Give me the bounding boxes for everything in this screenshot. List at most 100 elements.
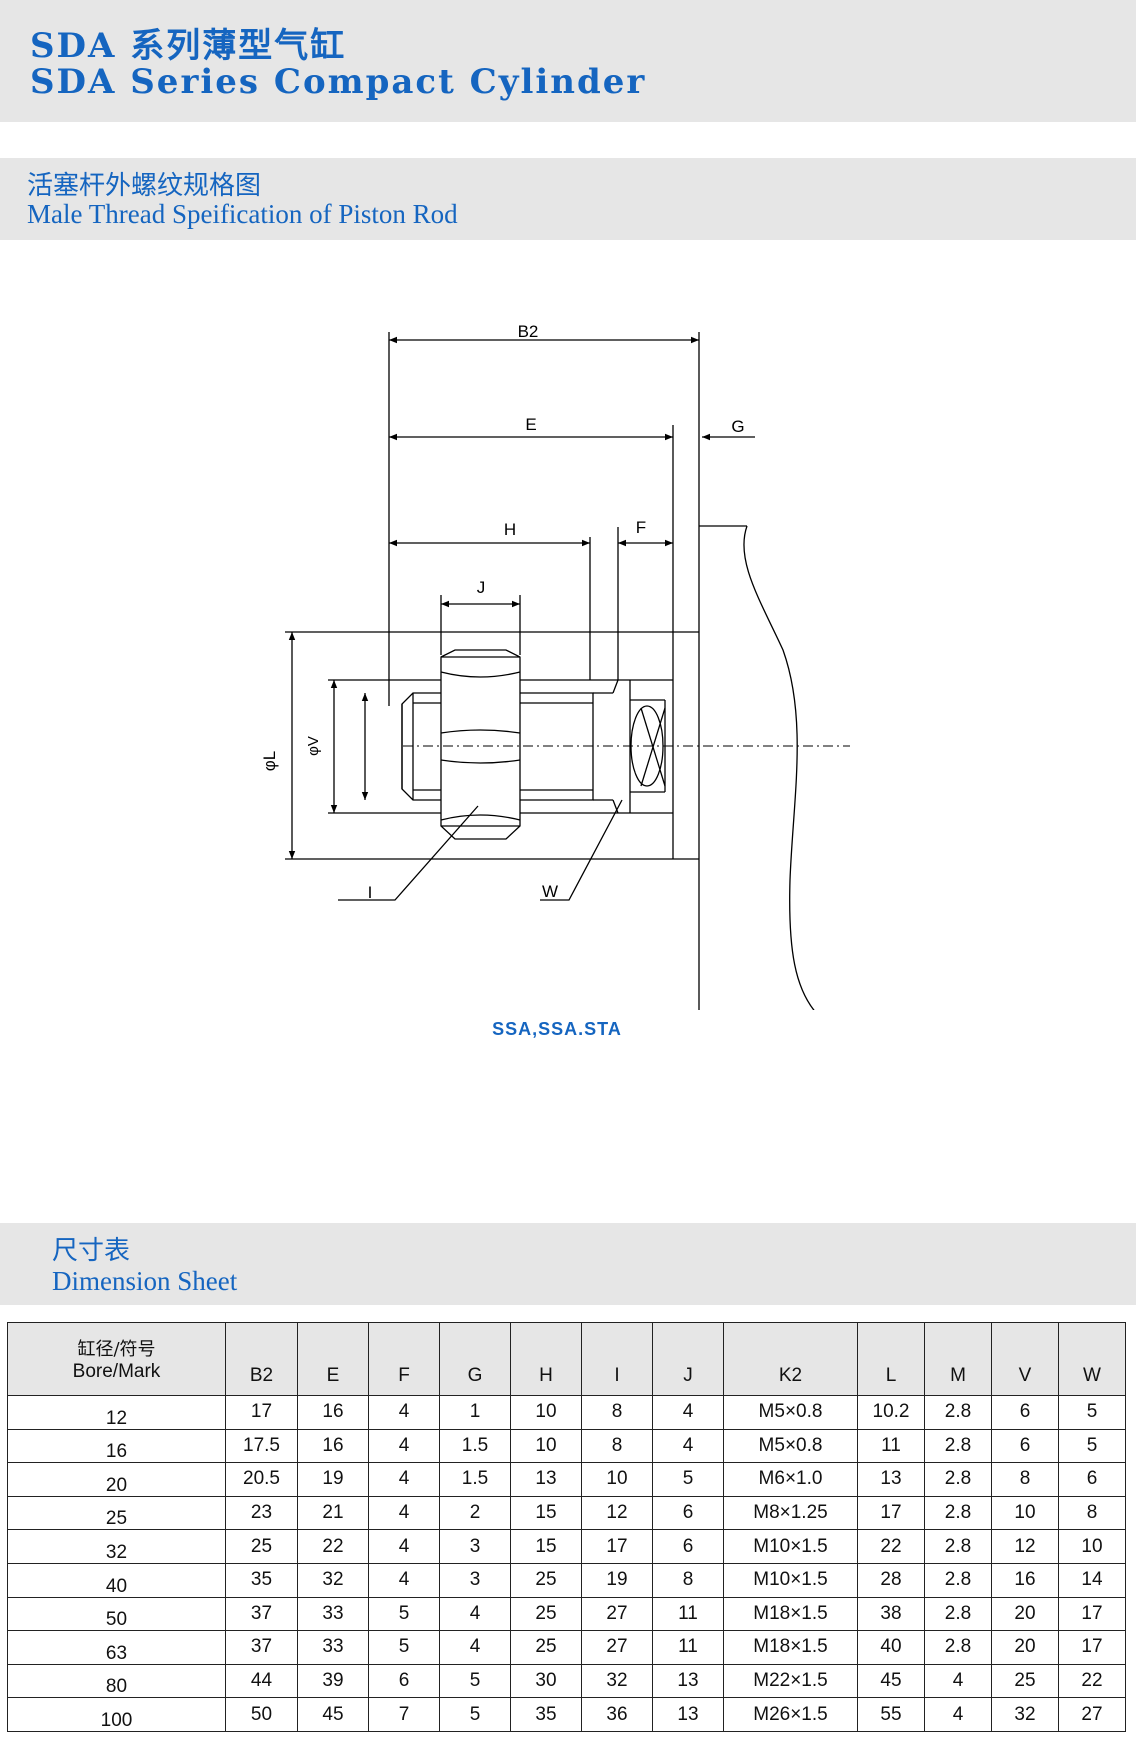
column-header: K2 [723,1322,858,1396]
section1-band [0,158,1136,240]
table-cell: 8 [581,1428,653,1464]
table-cell: 2.8 [924,1596,992,1632]
table-cell: 55 [857,1697,925,1732]
bore-header-en: Bore/Mark [72,1361,161,1382]
table-cell: 36 [581,1697,653,1732]
table-cell: 16 [297,1428,369,1464]
column-header: H [510,1322,582,1396]
table-cell: 25 [510,1630,582,1665]
table-cell: 5 [439,1697,511,1732]
section2-band [0,1223,1136,1305]
table-cell: 10 [1058,1529,1126,1564]
table-cell: 1 [439,1395,511,1430]
table-cell: 16 [991,1562,1059,1598]
table-cell: 32 [581,1663,653,1699]
table-cell: 5 [439,1663,511,1699]
column-header: L [857,1322,925,1396]
table-cell: 1.5 [439,1428,511,1464]
table-cell: 14 [1058,1562,1126,1598]
table-cell: M8×1.25 [723,1495,858,1531]
table-cell: M10×1.5 [723,1562,858,1598]
column-header: W [1058,1322,1126,1396]
table-cell: 19 [297,1462,369,1497]
table-cell: 10 [991,1495,1059,1531]
table-cell: 2.8 [924,1462,992,1497]
table-cell: M5×0.8 [723,1395,858,1430]
table-cell: M10×1.5 [723,1529,858,1564]
table-cell: 11 [652,1596,724,1632]
table-cell: 6 [1058,1462,1126,1497]
table-cell: 6 [652,1495,724,1531]
table-cell: 17.5 [225,1428,298,1464]
table-cell: 50 [225,1697,298,1732]
table-cell: 4 [652,1395,724,1430]
table-cell: 7 [368,1697,440,1732]
label-b2: B2 [518,322,539,341]
table-cell: 1.5 [439,1462,511,1497]
column-header: E [297,1322,369,1396]
piston-rod-thread-drawing: B2 E G H F J I W φL φV [260,322,850,1010]
drawing-caption: SSA,SSA.STA [492,1019,622,1039]
bore-cell: 12 [7,1395,226,1430]
table-cell: 10 [510,1395,582,1430]
table-cell: 5 [652,1462,724,1497]
table-cell: M26×1.5 [723,1697,858,1732]
label-j: J [477,578,486,597]
table-cell: 22 [857,1529,925,1564]
table-cell: 30 [510,1663,582,1699]
table-cell: 10.2 [857,1395,925,1430]
table-cell: 4 [368,1562,440,1598]
table-cell: 4 [439,1596,511,1632]
table-cell: 10 [581,1462,653,1497]
table-cell: 6 [991,1395,1059,1430]
bore-cell: 16 [7,1428,226,1464]
table-cell: 8 [581,1395,653,1430]
table-cell: 2.8 [924,1395,992,1430]
table-cell: 33 [297,1596,369,1632]
table-cell: 35 [510,1697,582,1732]
table-cell: 17 [225,1395,298,1430]
bore-cell: 50 [7,1596,226,1632]
table-cell: 37 [225,1630,298,1665]
table-cell: 16 [297,1395,369,1430]
table-cell: 5 [368,1596,440,1632]
table-cell: 5 [1058,1428,1126,1464]
label-h: H [504,520,516,539]
table-cell: 4 [924,1663,992,1699]
bore-cell: 32 [7,1529,226,1564]
column-header: V [991,1322,1059,1396]
table-cell: 11 [857,1428,925,1464]
column-header: I [581,1322,653,1396]
table-cell: 27 [581,1630,653,1665]
table-cell: 4 [652,1428,724,1464]
table-cell: 37 [225,1596,298,1632]
table-cell: 6 [991,1428,1059,1464]
table-cell: M5×0.8 [723,1428,858,1464]
table-cell: 8 [652,1562,724,1598]
table-cell: 39 [297,1663,369,1699]
table-cell: 33 [297,1630,369,1665]
table-cell: 2.8 [924,1529,992,1564]
table-cell: 15 [510,1495,582,1531]
table-cell: 4 [924,1697,992,1732]
table-cell: 45 [857,1663,925,1699]
table-cell: 4 [368,1395,440,1430]
table-cell: 44 [225,1663,298,1699]
bore-cell: 25 [7,1495,226,1531]
table-cell: 8 [1058,1495,1126,1531]
table-cell: 19 [581,1562,653,1598]
table-cell: 20 [991,1630,1059,1665]
table-cell: 4 [368,1462,440,1497]
table-cell: 12 [581,1495,653,1531]
table-cell: 25 [225,1529,298,1564]
table-cell: 22 [1058,1663,1126,1699]
table-cell: M22×1.5 [723,1663,858,1699]
